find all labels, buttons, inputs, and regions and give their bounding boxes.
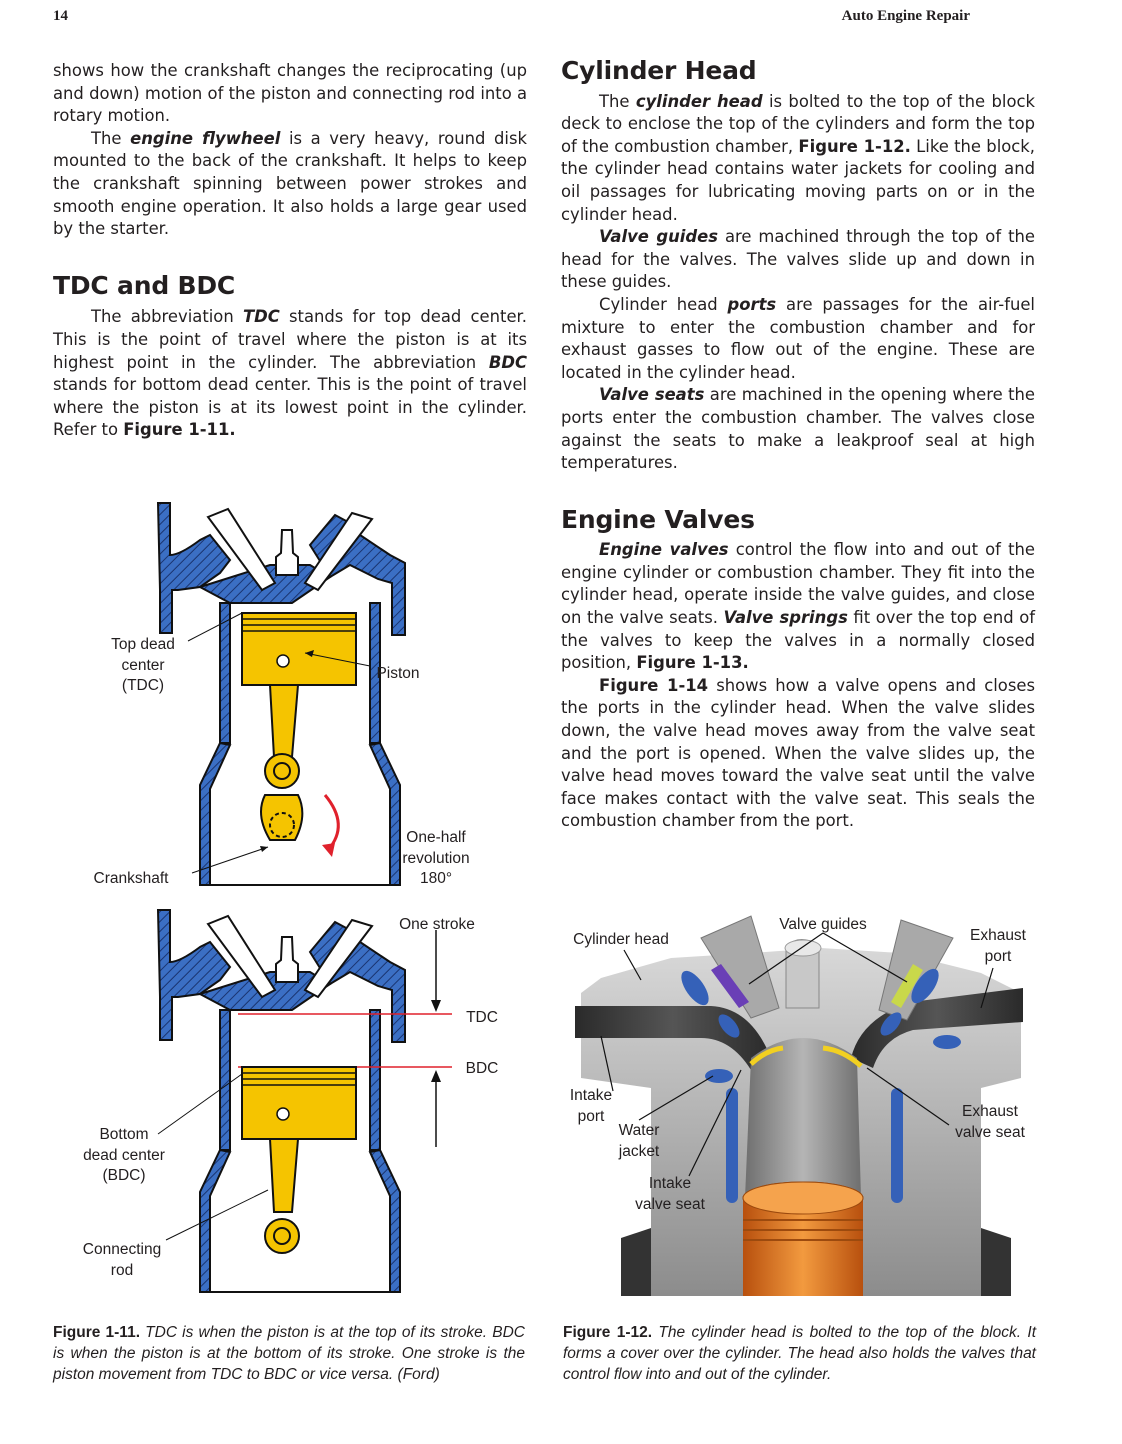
- cylinder-bore: [745, 1038, 861, 1198]
- term-bdc: BDC: [488, 352, 527, 372]
- flywheel-paragraph: The engine flywheel is a very heavy, rou…: [53, 128, 527, 239]
- tdc-bdc-heading: TDC and BDC: [53, 270, 236, 300]
- term-engine-flywheel: engine flywheel: [130, 128, 281, 148]
- intake-valve-seat: [749, 1045, 784, 1066]
- exhaust-valve-guide: [891, 964, 923, 1008]
- page-number: 14: [53, 8, 68, 24]
- figure-1-12-caption: Figure 1-12. The cylinder head is bolted…: [563, 1324, 1036, 1383]
- intake-valve-guide: [711, 964, 749, 1008]
- label-exhaust-port: Exhaust port: [969, 927, 1026, 965]
- label-connecting-rod: Connecting rod: [82, 1241, 162, 1279]
- term-engine-valves: Engine valves: [599, 540, 729, 560]
- label-tdc: TDC: [466, 1009, 498, 1026]
- term-valve-seats: Valve seats: [599, 385, 705, 405]
- figure-1-14-paragraph: Figure 1-14 shows how a valve opens and …: [561, 675, 1035, 831]
- piston: [743, 1198, 863, 1296]
- label-bottom-dead-center: Bottom dead center (BDC): [83, 1126, 165, 1184]
- label-top-dead-center: Top dead center (TDC): [111, 636, 175, 694]
- label-water-jacket: Water jacket: [618, 1122, 660, 1160]
- valve-seats-paragraph: Valve seats are machined in the opening …: [561, 385, 1035, 473]
- exhaust-valve-seat: [822, 1045, 863, 1068]
- term-valve-guides: Valve guides: [599, 227, 718, 247]
- left-column: shows how the crankshaft changes the rec…: [53, 60, 527, 442]
- cylinder-head-heading: Cylinder Head: [561, 56, 757, 85]
- figure-1-11-caption: Figure 1-11. TDC is when the piston is a…: [53, 1324, 525, 1383]
- rotation-arrow: [323, 794, 340, 851]
- label-crankshaft: Crankshaft: [93, 870, 169, 887]
- figure-1-11-diagram: [156, 502, 452, 1293]
- engine-valves-heading: Engine Valves: [561, 504, 755, 534]
- term-ports: ports: [727, 294, 777, 314]
- running-header: Auto Engine Repair: [841, 8, 970, 24]
- water-jacket: [681, 970, 709, 1006]
- label-valve-guides: Valve guides: [779, 916, 867, 933]
- figure-ref: Figure 1-11.: [123, 420, 236, 440]
- cylinder-head-paragraph: The cylinder head is bolted to the top o…: [561, 91, 1036, 224]
- label-intake-valve-seat: Intake valve seat: [635, 1175, 705, 1213]
- ports-paragraph: Cylinder head ports are passages for the…: [561, 294, 1035, 382]
- label-intake-port: Intake port: [569, 1087, 613, 1125]
- term-valve-springs: Valve springs: [723, 608, 848, 628]
- term-tdc: TDC: [242, 307, 280, 327]
- right-column: Cylinder Head The cylinder head is bolte…: [561, 56, 1036, 833]
- label-one-stroke: One stroke: [399, 916, 475, 933]
- label-one-half-revolution: One-half revolution 180°: [402, 829, 470, 887]
- label-exhaust-valve-seat: Exhaust valve seat: [955, 1103, 1025, 1141]
- engine-top-tdc: [156, 502, 406, 886]
- valve-guides-paragraph: Valve guides are machined through the to…: [561, 227, 1035, 292]
- label-bdc: BDC: [465, 1060, 499, 1077]
- tdc-paragraph: The abbreviation TDC stands for top dead…: [53, 307, 527, 440]
- label-piston: Piston: [376, 665, 420, 682]
- engine-valves-paragraph: Engine valves control the flow into and …: [561, 540, 1035, 673]
- term-cylinder-head: cylinder head: [635, 91, 763, 111]
- intro-paragraph: shows how the crankshaft changes the rec…: [53, 61, 527, 126]
- label-cylinder-head: Cylinder head: [573, 931, 669, 948]
- figure-1-12-cutaway: [561, 898, 1037, 1296]
- exhaust-port: [851, 988, 1023, 1068]
- engine-bottom-bdc: [156, 909, 452, 1293]
